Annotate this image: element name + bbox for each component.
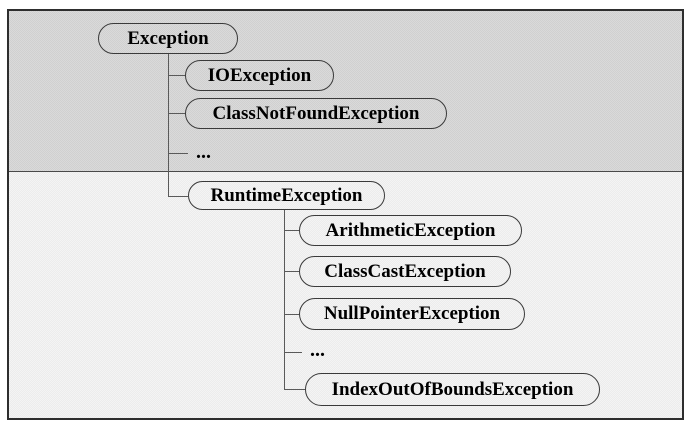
connector-tick-ioexception <box>168 75 185 76</box>
connector-tick-indexoutofbounds <box>284 389 305 390</box>
node-class-not-found-exception: ClassNotFoundException <box>185 98 447 129</box>
connector-tick-classnotfound <box>168 113 185 114</box>
connector-tick-nullpointer <box>284 314 299 315</box>
connector-tick-classcast <box>284 271 299 272</box>
node-class-cast-exception: ClassCastException <box>299 256 511 287</box>
node-null-pointer-exception: NullPointerException <box>299 298 525 330</box>
connector-runtime-children <box>284 210 285 389</box>
ellipsis-upper: ... <box>196 141 211 163</box>
connector-tick-ellipsis-lower <box>284 352 302 353</box>
checked-exceptions-band <box>9 11 682 172</box>
connector-tick-ellipsis-upper <box>168 153 188 154</box>
node-io-exception: IOException <box>185 60 334 91</box>
ellipsis-lower: ... <box>310 339 325 361</box>
connector-tick-arithmetic <box>284 230 299 231</box>
runtime-exceptions-band <box>9 172 682 418</box>
connector-tick-runtime <box>168 196 188 197</box>
node-runtime-exception: RuntimeException <box>188 181 385 210</box>
node-index-out-of-bounds-exception: IndexOutOfBoundsException <box>305 373 600 406</box>
node-arithmetic-exception: ArithmeticException <box>299 215 522 246</box>
diagram-frame <box>7 9 684 420</box>
node-exception: Exception <box>98 23 238 54</box>
connector-exception-children <box>168 54 169 196</box>
